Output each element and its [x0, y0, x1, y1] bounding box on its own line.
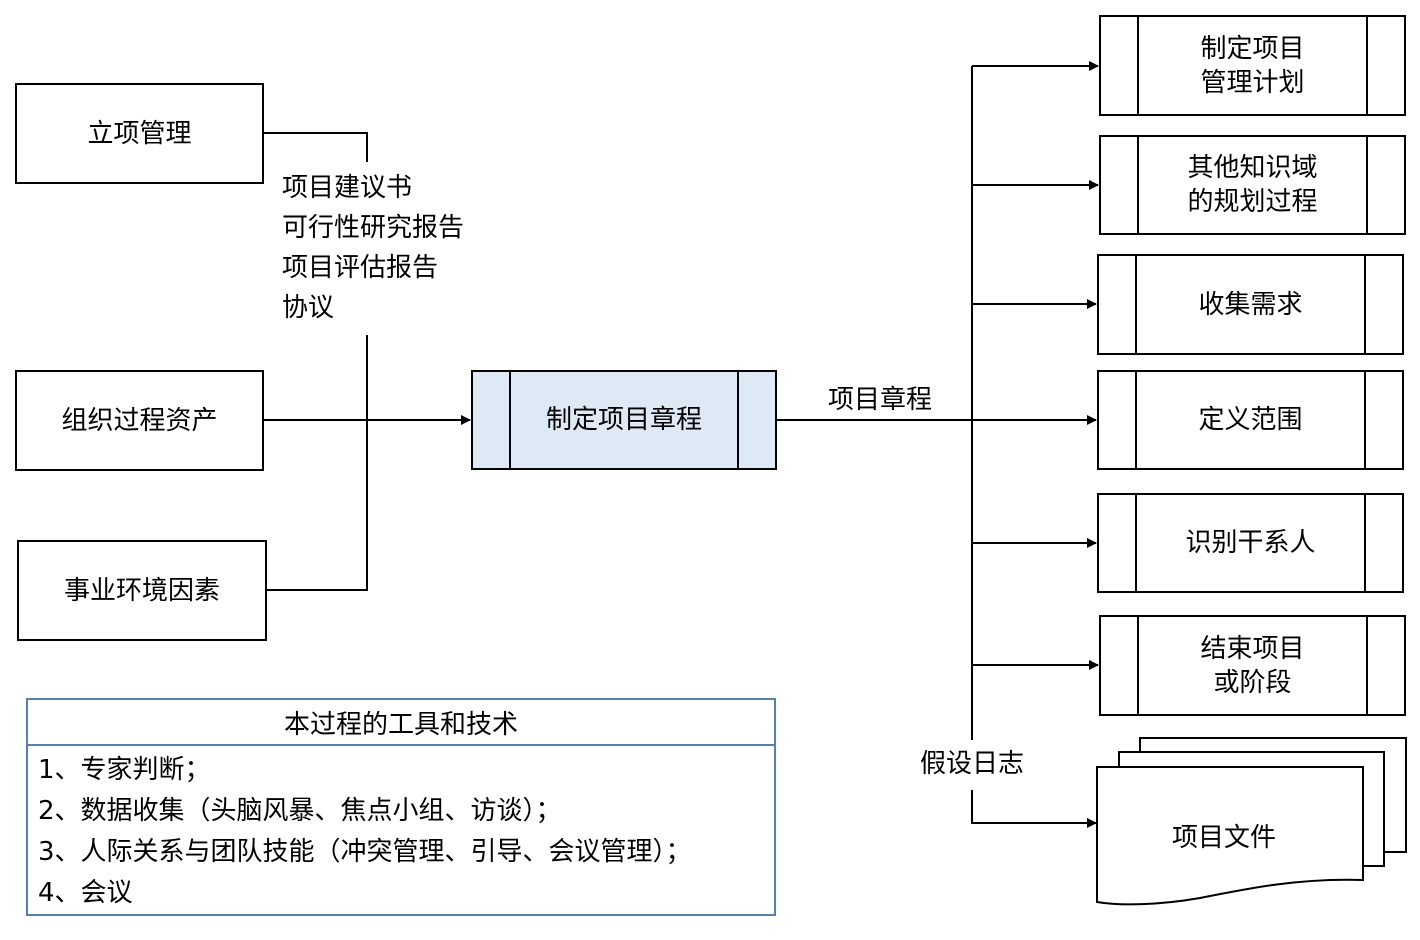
center-process-box: 制定项目章程: [471, 370, 777, 470]
connector-bus-lower: [266, 335, 368, 591]
output-process-line: 结束项目: [1200, 633, 1305, 664]
output-process-line: 制定项目: [1200, 33, 1305, 64]
input-project-initiation-label: 立项管理: [87, 118, 192, 149]
output-process-3: 收集需求: [1097, 254, 1404, 355]
input-document: 协议: [282, 293, 335, 323]
output-process-line: 管理计划: [1200, 67, 1305, 98]
center-process-label: 制定项目章程: [545, 405, 702, 435]
input-documents-list: 项目建议书 可行性研究报告 项目评估报告 协议: [282, 168, 464, 328]
output-process-line: 收集需求: [1198, 289, 1303, 320]
tools-item: 4、会议: [38, 878, 133, 908]
output-process-line: 或阶段: [1213, 667, 1292, 698]
documents-stack-icon: [1096, 737, 1407, 906]
output-process-2: 其他知识域的规划过程: [1099, 135, 1406, 235]
input-document: 项目评估报告: [282, 253, 439, 283]
tools-item: 2、数据收集（头脑风暴、焦点小组、访谈）；: [38, 796, 562, 826]
connector-initiation: [263, 132, 368, 162]
output-process-5: 识别干系人: [1097, 493, 1404, 593]
input-document: 可行性研究报告: [282, 213, 465, 243]
output-process-line: 定义范围: [1198, 405, 1303, 435]
tools-techniques-box: 本过程的工具和技术 1、专家判断； 2、数据收集（头脑风暴、焦点小组、访谈）； …: [26, 698, 776, 916]
output-process-line: 其他知识域: [1187, 153, 1318, 183]
output-process-4: 定义范围: [1097, 370, 1404, 470]
output-process-1: 制定项目管理计划: [1099, 15, 1406, 116]
input-enterprise-env-factors: 事业环境因素: [17, 540, 267, 641]
output-process-line: 识别干系人: [1185, 528, 1316, 558]
input-project-initiation: 立项管理: [15, 83, 264, 184]
assumption-log-label: 假设日志: [920, 749, 1025, 779]
input-enterprise-env-factors-label: 事业环境因素: [63, 575, 220, 606]
project-documents-label: 项目文件: [1172, 823, 1277, 853]
output-charter-label: 项目章程: [828, 385, 933, 415]
tools-item: 1、专家判断；: [38, 755, 211, 785]
tools-item: 3、人际关系与团队技能（冲突管理、引导、会议管理）；: [38, 837, 692, 867]
input-document: 项目建议书: [282, 173, 413, 203]
input-org-process-assets-label: 组织过程资产: [61, 405, 218, 436]
connector-output-bus-lower: [971, 790, 1097, 828]
output-process-line: 的规划过程: [1187, 187, 1318, 217]
input-org-process-assets: 组织过程资产: [15, 370, 264, 471]
tools-techniques-title: 本过程的工具和技术: [28, 700, 774, 746]
output-process-6: 结束项目或阶段: [1099, 615, 1406, 716]
